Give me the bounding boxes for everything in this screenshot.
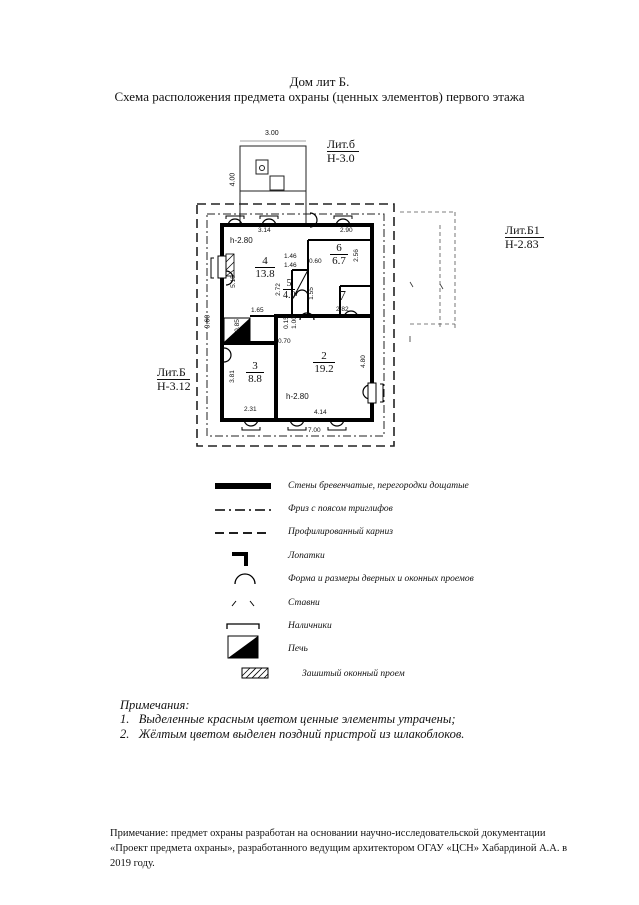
dim-060: 0.60 <box>309 258 322 265</box>
dim-165: 1.65 <box>251 307 264 314</box>
lit-b1-height: Н-2.83 <box>505 237 539 251</box>
dim-085: 0.85 <box>233 319 241 332</box>
lit-b-small-height: Н-3.0 <box>327 151 355 165</box>
lit-b-small-name: Лит.б <box>327 138 360 152</box>
footnote: Примечание: предмет охраны разработан на… <box>110 828 568 869</box>
title-line-1: Дом лит Б. <box>289 74 350 89</box>
dim-282: 2.82 <box>336 306 349 313</box>
lit-b-height: Н-3.12 <box>157 379 191 393</box>
dim-146a: 1.46 <box>284 253 297 260</box>
stove <box>223 317 251 343</box>
dim-top: 3.00 <box>265 130 279 137</box>
shutter-marks <box>409 281 444 290</box>
legend-label-openings: Форма и размеры дверных и оконных проемо… <box>288 574 474 584</box>
legend-label-walls: Стены бревенчатые, перегородки дощатые <box>288 481 469 491</box>
room-3: 3 8.8 <box>246 360 264 385</box>
room-2-area: 19.2 <box>314 363 334 375</box>
room-4-area: 13.8 <box>255 268 275 280</box>
dim-480: 4.80 <box>359 355 367 368</box>
height-bottom: h-2.80 <box>286 392 309 401</box>
annex-lit-b1-outline <box>400 211 456 330</box>
dim-070: 0.70 <box>278 338 291 345</box>
dim-700: 7.00 <box>308 427 321 434</box>
room-5-number: 5 <box>283 278 295 290</box>
partitions <box>250 239 372 317</box>
dim-146b: 1.46 <box>284 262 297 269</box>
room-3-area: 8.8 <box>248 373 262 385</box>
room-5: 5 4.0 <box>283 278 296 301</box>
notes-item-1: 1. Выделенные красным цветом ценные элем… <box>120 712 456 726</box>
window-trims <box>210 215 384 431</box>
dim-381: 3.81 <box>228 370 236 383</box>
room-4: 4 13.8 <box>255 255 275 280</box>
height-top: h-2.80 <box>230 236 253 245</box>
legend-label-hatched-window: Зашитый оконный проем <box>302 669 405 679</box>
vestibule-lit-b <box>239 145 307 225</box>
title-line-2: Схема расположения предмета охраны (ценн… <box>114 89 525 104</box>
room-2: 2 19.2 <box>313 350 335 375</box>
frieze-outline <box>206 213 385 437</box>
dim-256: 2.56 <box>352 249 360 262</box>
label-lit-b: Лит.Б Н-3.12 <box>157 366 191 393</box>
dim-272: 2.72 <box>274 283 282 296</box>
legend-label-pilasters: Лопатки <box>288 551 325 561</box>
lit-b-name: Лит.Б <box>157 366 190 380</box>
legend-label-frieze: Фриз с поясом триглифов <box>288 504 393 514</box>
room-7-number: 7 <box>339 289 346 304</box>
legend-label-trims: Наличники <box>288 621 332 631</box>
room-2-number: 2 <box>313 350 335 363</box>
dim-155: 1.55 <box>307 287 315 300</box>
notes-item-2: 2. Жёлтым цветом выделен поздний пристро… <box>120 727 465 741</box>
legend-label-shutters: Ставни <box>288 598 320 608</box>
label-lit-b-small: Лит.б Н-3.0 <box>327 138 360 165</box>
dim-100: 1.00 <box>290 316 298 329</box>
room-4-number: 4 <box>255 255 275 268</box>
notes-heading: Примечания: <box>120 698 190 712</box>
label-lit-b1: Лит.Б1 Н-2.83 <box>505 224 544 251</box>
dim-515: 5.15 <box>229 275 237 288</box>
dim-414: 4.14 <box>314 409 327 416</box>
stair-diagonal <box>291 269 309 301</box>
room-6-number: 6 <box>330 242 348 255</box>
dim-vestibule: 4.00 <box>229 172 237 187</box>
dim-015: 0.15 <box>282 316 290 329</box>
room-6-area: 6.7 <box>332 255 346 267</box>
legend-label-stove: Печь <box>288 644 308 654</box>
cornice-outline <box>196 203 395 447</box>
legend-label-cornice: Профилированный карниз <box>288 527 393 537</box>
room-5-area: 4.0 <box>283 290 296 301</box>
window-frames <box>217 255 377 404</box>
lit-b1-name: Лит.Б1 <box>505 224 544 238</box>
dim-231: 2.31 <box>244 406 257 413</box>
room-6: 6 6.7 <box>330 242 348 267</box>
dim-left: 9.60 <box>204 314 212 329</box>
room-3-number: 3 <box>246 360 264 373</box>
dim-290: 2.90 <box>340 227 353 234</box>
dim-314: 3.14 <box>258 227 271 234</box>
